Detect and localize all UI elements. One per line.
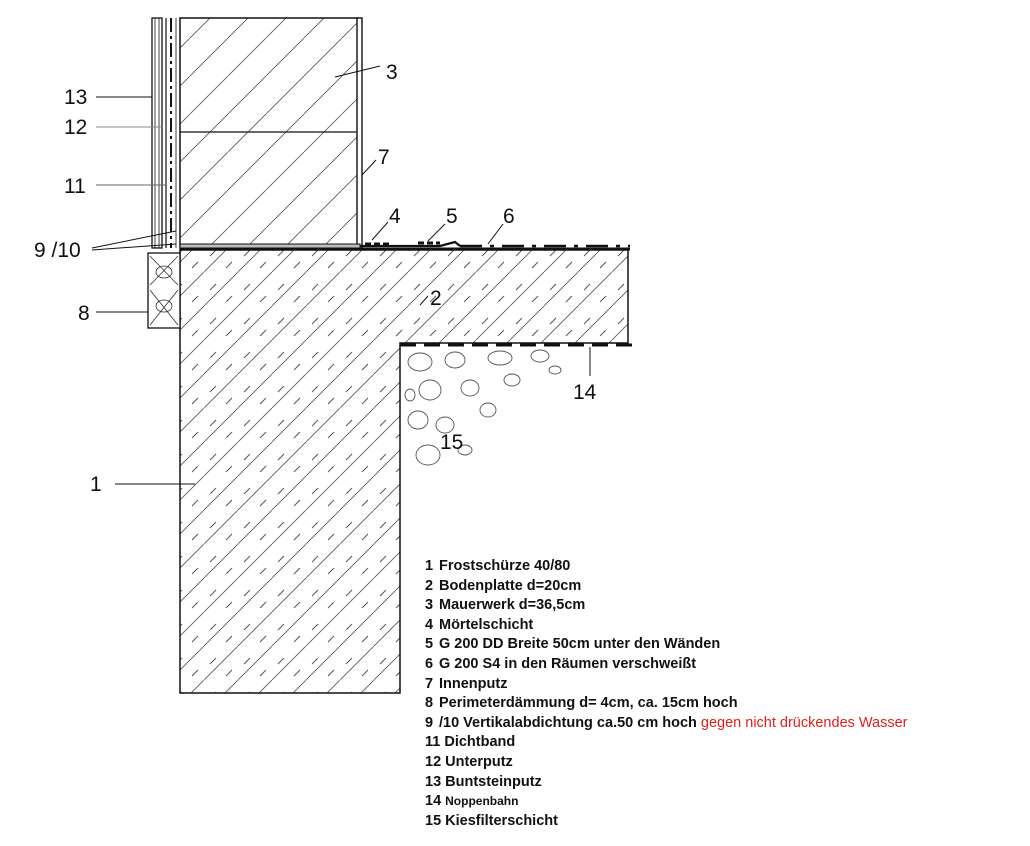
callout-15: 15 <box>440 431 463 454</box>
callout-14: 14 <box>573 381 597 404</box>
callout-5: 5 <box>446 205 458 228</box>
legend-item: 9/10 Vertikalabdichtung ca.50 cm hoch ge… <box>425 714 908 731</box>
legend-note: gegen nicht drückendes Wasser <box>700 714 908 731</box>
callout-3: 3 <box>386 61 398 84</box>
exterior-plaster-layers <box>151 17 177 249</box>
callout-12: 12 <box>64 116 87 139</box>
callout-7: 7 <box>378 146 390 169</box>
callout-1: 1 <box>90 473 102 496</box>
callout-6: 6 <box>503 205 515 228</box>
leader-lines <box>91 65 591 485</box>
interior-plaster <box>356 17 363 249</box>
sealing-membrane <box>179 240 630 251</box>
callout-8: 8 <box>78 302 90 325</box>
masonry-wall <box>179 17 359 249</box>
perimeter-insulation <box>147 252 181 329</box>
callout-2: 2 <box>430 287 442 310</box>
callout-4: 4 <box>389 205 401 228</box>
callout-labels: 13 12 11 9 /10 8 1 3 7 4 5 6 2 14 15 <box>34 61 597 496</box>
callout-9-10: 9 /10 <box>34 239 81 262</box>
callout-11: 11 <box>64 175 86 198</box>
callout-13: 13 <box>64 86 87 109</box>
gravel-filter-layer <box>404 349 562 466</box>
